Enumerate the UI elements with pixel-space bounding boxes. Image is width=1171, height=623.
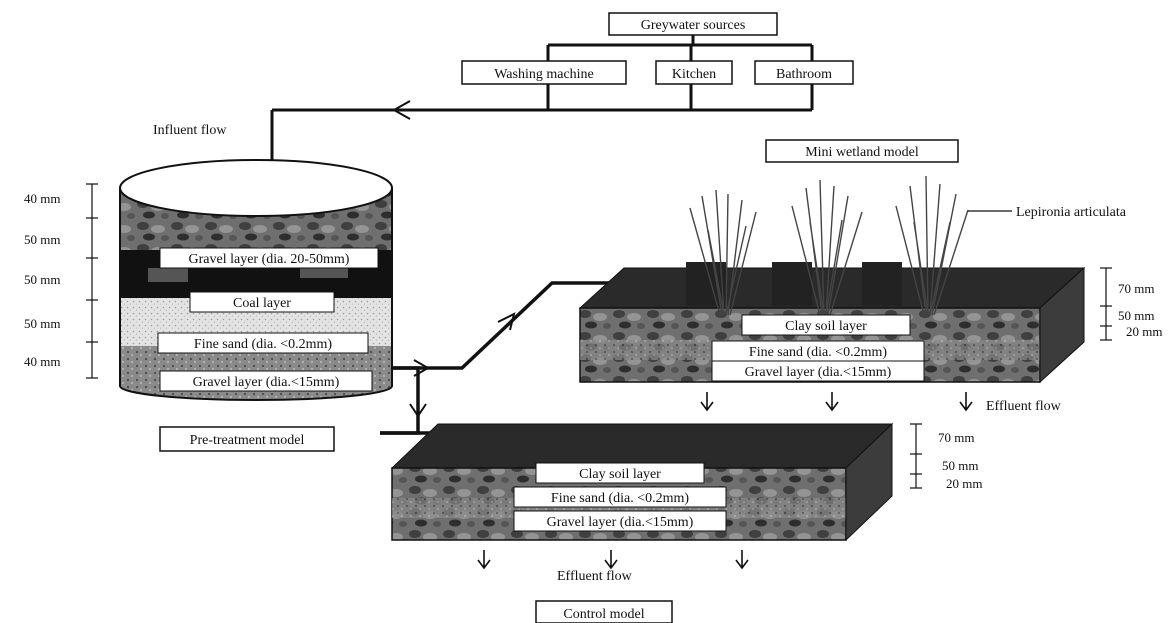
wetland-label: Mini wetland model [805, 145, 919, 160]
pipe-arrow-down-icon [409, 403, 427, 418]
wetland-label-box [765, 139, 959, 163]
control-dimensions: 70 mm 50 mm 20 mm [938, 430, 982, 491]
sources-title: Greywater sources [641, 18, 746, 33]
wetland-layer-gravel: Gravel layer (dia.<15mm) [745, 365, 892, 380]
svg-text:Washing machine: Washing machine [494, 67, 594, 82]
source-kitchen: Kitchen [655, 60, 733, 85]
pipe-arrow-right-icon [413, 359, 431, 377]
wetland-dimensions: 70 mm 50 mm 20 mm [1118, 281, 1162, 339]
svg-text:20 mm: 20 mm [946, 476, 982, 491]
wetland-layer-fine-sand: Fine sand (dia. <0.2mm) [749, 345, 887, 360]
control-label-box [535, 600, 673, 623]
control-layer-fine-sand: Fine sand (dia. <0.2mm) [551, 491, 689, 506]
wetland-layer-labels: Clay soil layer Fine sand (dia. <0.2mm) … [711, 314, 925, 382]
pretreatment-label: Pre-treatment model [190, 433, 305, 448]
plant-label: Lepironia articulata [1016, 205, 1127, 220]
wetland-plant-icon [689, 175, 969, 316]
pretreatment-dimensions: 40 mm 50 mm 50 mm 50 mm 40 mm [24, 191, 60, 369]
svg-text:50 mm: 50 mm [942, 458, 978, 473]
pretreatment-layer-coal: Coal layer [233, 296, 291, 311]
svg-text:50 mm: 50 mm [24, 316, 60, 331]
source-connectors [270, 35, 814, 170]
control-layer-clay: Clay soil layer [579, 467, 661, 482]
pretreatment-layer-fine-sand: Fine sand (dia. <0.2mm) [194, 337, 332, 352]
pretreatment-layer-labels: Gravel layer (dia. 20-50mm) Coal layer F… [157, 247, 379, 392]
svg-text:40 mm: 40 mm [24, 354, 60, 369]
influent-flow-label: Influent flow [153, 123, 227, 138]
wetland-effluent-arrows [700, 392, 973, 412]
wetland-dimension-scale [1100, 267, 1112, 341]
svg-text:Kitchen: Kitchen [672, 67, 716, 82]
control-layer-gravel: Gravel layer (dia.<15mm) [547, 515, 694, 530]
svg-text:40 mm: 40 mm [24, 191, 60, 206]
control-layer-labels: Clay soil layer Fine sand (dia. <0.2mm) … [513, 462, 727, 532]
control-label: Control model [563, 607, 644, 622]
pretreatment-dimension-scale [86, 183, 98, 379]
source-bathroom: Bathroom [754, 60, 854, 85]
svg-text:50 mm: 50 mm [24, 272, 60, 287]
svg-text:70 mm: 70 mm [938, 430, 974, 445]
svg-text:70 mm: 70 mm [1118, 281, 1154, 296]
wetland-effluent-label: Effluent flow [986, 399, 1062, 414]
control-effluent-label: Effluent flow [557, 569, 633, 584]
pretreatment-layer-gravel-fine: Gravel layer (dia.<15mm) [193, 375, 340, 390]
svg-text:Bathroom: Bathroom [776, 67, 832, 82]
pretreatment-label-box [159, 426, 335, 452]
pretreatment-layer-gravel-coarse: Gravel layer (dia. 20-50mm) [189, 252, 350, 267]
control-dimension-scale [910, 423, 922, 489]
flow-arrowhead-left-icon [391, 100, 411, 120]
svg-text:50 mm: 50 mm [1118, 308, 1154, 323]
control-effluent-arrows [477, 550, 749, 570]
svg-text:20 mm: 20 mm [1126, 324, 1162, 339]
pretreatment-cylinder [119, 159, 393, 401]
wetland-layer-clay: Clay soil layer [785, 319, 867, 334]
svg-text:50 mm: 50 mm [24, 232, 60, 247]
pipe-arrow-up-icon [497, 312, 516, 331]
source-washing-machine: Washing machine [461, 60, 627, 85]
